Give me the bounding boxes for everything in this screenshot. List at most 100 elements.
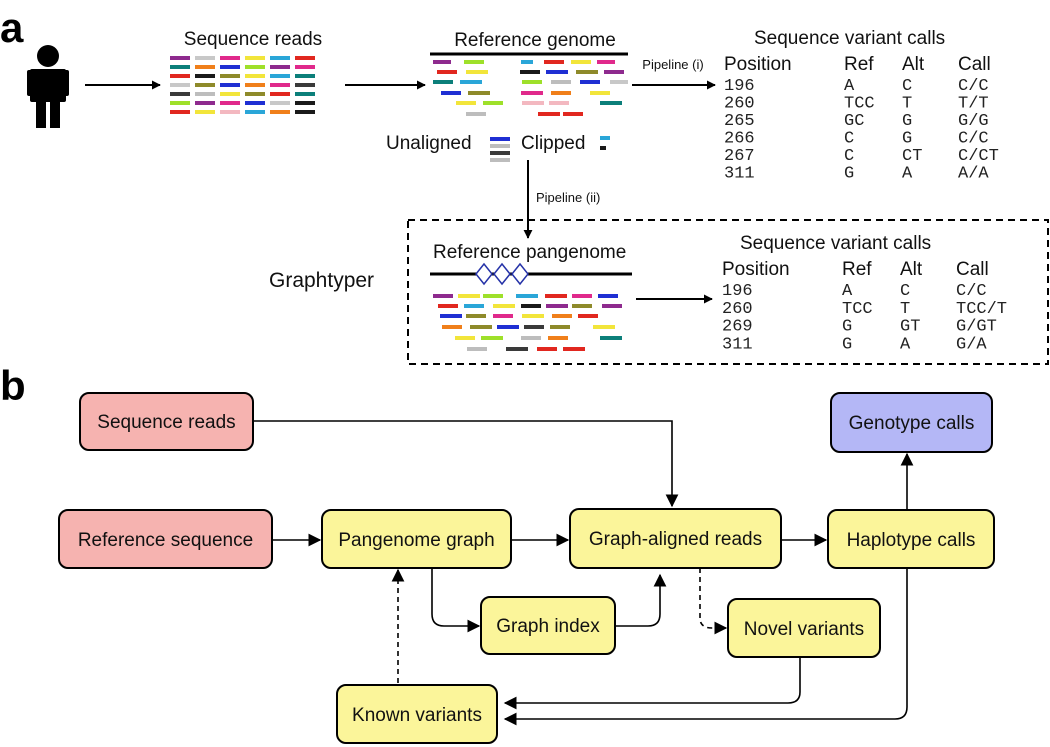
read-fragment bbox=[195, 74, 215, 78]
variant-calls-header: Call bbox=[958, 54, 991, 75]
read-fragment bbox=[524, 325, 544, 329]
read-fragment bbox=[245, 56, 265, 60]
read-fragment bbox=[245, 83, 265, 87]
variant-calls-cell: C/C bbox=[956, 282, 987, 301]
variant-calls-cell: C bbox=[844, 130, 854, 149]
variant-calls-cell: G bbox=[902, 112, 912, 131]
read-fragment bbox=[593, 325, 615, 329]
pangenome-to-index-connector bbox=[431, 568, 481, 633]
read-fragment bbox=[597, 60, 615, 64]
novel-variants-box: Novel variants bbox=[727, 598, 881, 658]
graphtyper-label: Graphtyper bbox=[269, 269, 374, 292]
read-fragment bbox=[563, 347, 585, 351]
read-fragment bbox=[170, 65, 190, 69]
read-fragment bbox=[170, 56, 190, 60]
reads-to-aligned-connector bbox=[253, 420, 679, 508]
reference-pangenome-title: Reference pangenome bbox=[433, 242, 626, 263]
read-fragment bbox=[464, 60, 484, 64]
aligned-reads-fragments bbox=[433, 60, 628, 116]
read-fragment bbox=[245, 65, 265, 69]
read-fragment bbox=[220, 65, 240, 69]
read-fragment bbox=[438, 304, 458, 308]
read-fragment bbox=[195, 83, 215, 87]
read-fragment bbox=[550, 325, 570, 329]
svg-text:Graph index: Graph index bbox=[496, 616, 600, 637]
panel-b-connectors bbox=[253, 420, 914, 726]
read-fragment bbox=[441, 91, 461, 95]
read-fragment bbox=[600, 336, 622, 340]
variant-calls-cell: C bbox=[844, 147, 854, 166]
read-fragment bbox=[551, 80, 571, 84]
read-fragment bbox=[580, 80, 600, 84]
read-fragment bbox=[490, 144, 510, 148]
unaligned-reads-fragments bbox=[490, 137, 510, 162]
read-fragment bbox=[270, 56, 290, 60]
read-fragment bbox=[546, 70, 568, 74]
read-fragment bbox=[295, 83, 315, 87]
variant-calls-header: Ref bbox=[844, 54, 874, 75]
variant-calls-cell: A bbox=[902, 165, 913, 184]
variant-calls-cell: A bbox=[842, 282, 853, 301]
read-fragment bbox=[522, 101, 544, 105]
read-fragment bbox=[295, 101, 315, 105]
read-fragment bbox=[538, 112, 560, 116]
svg-text:Haplotype calls: Haplotype calls bbox=[847, 530, 976, 551]
read-fragment bbox=[466, 314, 486, 318]
graphtyper-pipeline-box bbox=[407, 219, 1049, 365]
pangenome-bubbles bbox=[475, 262, 529, 286]
read-fragment bbox=[610, 80, 628, 84]
variant-calls-cell: 267 bbox=[724, 147, 755, 166]
read-fragment bbox=[552, 314, 572, 318]
known-variants-box: Known variants bbox=[336, 684, 498, 744]
read-fragment bbox=[497, 325, 519, 329]
variant-calls-header: Position bbox=[724, 54, 792, 75]
variant-calls-header: Call bbox=[956, 259, 989, 280]
read-fragment bbox=[295, 110, 315, 114]
read-fragment bbox=[295, 74, 315, 78]
read-fragment bbox=[590, 91, 610, 95]
read-fragment bbox=[470, 325, 492, 329]
read-fragment bbox=[195, 110, 215, 114]
sequence-reads-title: Sequence reads bbox=[184, 29, 322, 50]
read-fragment bbox=[440, 314, 462, 318]
read-fragment bbox=[220, 74, 240, 78]
read-fragment bbox=[490, 137, 510, 141]
svg-text:Known variants: Known variants bbox=[352, 705, 482, 726]
reference-genome-title: Reference genome bbox=[454, 30, 616, 51]
read-fragment bbox=[270, 92, 290, 96]
read-fragment bbox=[245, 101, 265, 105]
read-fragment bbox=[578, 314, 598, 318]
read-fragment bbox=[456, 101, 476, 105]
variant-calls-cell: G/GT bbox=[956, 318, 997, 337]
read-fragment bbox=[195, 92, 215, 96]
unaligned-label: Unaligned bbox=[386, 133, 472, 154]
variant-calls-cell: G bbox=[844, 165, 854, 184]
variant-calls-header: Alt bbox=[900, 259, 923, 280]
read-fragment bbox=[466, 70, 488, 74]
read-fragment bbox=[245, 110, 265, 114]
variant-calls-cell: TCC/T bbox=[956, 300, 1007, 319]
variant-calls-cell: 311 bbox=[722, 335, 753, 354]
read-fragment bbox=[490, 151, 510, 155]
read-fragment bbox=[521, 60, 533, 64]
variant-calls-cell: T bbox=[902, 95, 912, 114]
read-fragment bbox=[245, 92, 265, 96]
read-fragment bbox=[467, 347, 487, 351]
read-fragment bbox=[600, 136, 610, 140]
read-fragment bbox=[521, 91, 543, 95]
read-fragment bbox=[195, 65, 215, 69]
read-fragment bbox=[220, 92, 240, 96]
read-fragment bbox=[516, 294, 538, 298]
clipped-reads-fragments bbox=[600, 136, 610, 150]
read-fragment bbox=[195, 101, 215, 105]
variant-calls-cell: TCC bbox=[844, 95, 875, 114]
variant-calls-cell: 265 bbox=[724, 112, 755, 131]
read-fragment bbox=[483, 101, 503, 105]
read-fragment bbox=[170, 92, 190, 96]
variant-calls-cell: C/C bbox=[958, 77, 989, 96]
aligned-to-novel-connector bbox=[699, 568, 728, 635]
read-fragment bbox=[549, 101, 569, 105]
